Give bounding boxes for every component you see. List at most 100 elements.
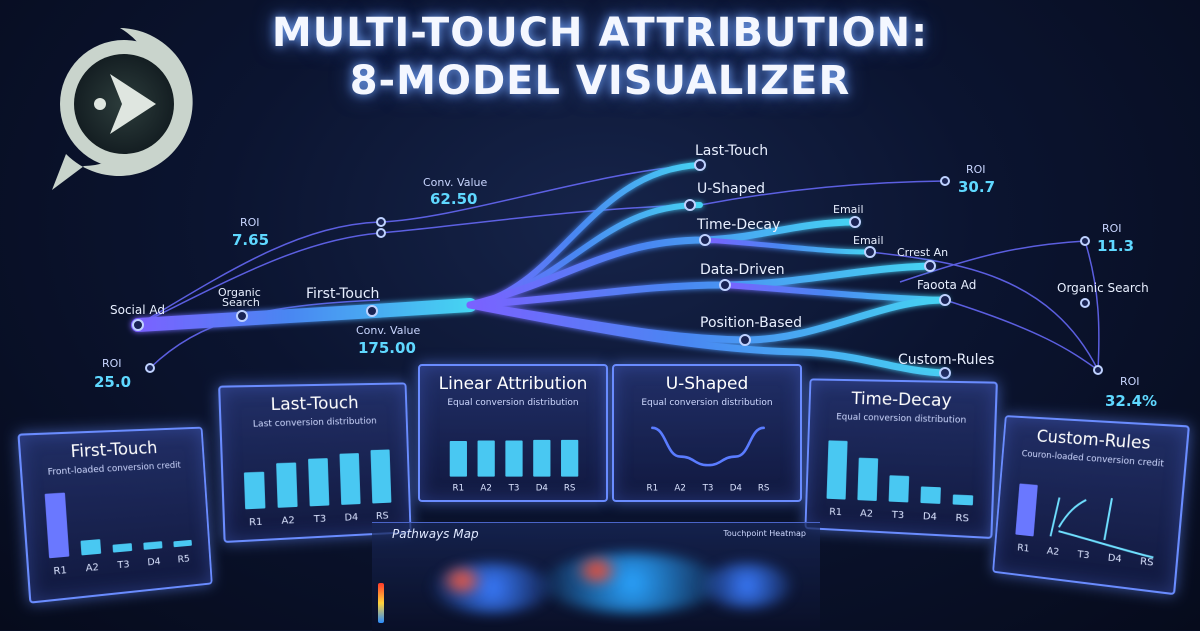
label-organic-search-right: Organic Search [1057,281,1149,295]
bar [243,471,266,510]
stream-time-decay [466,218,859,309]
tick-label: A2 [860,508,873,520]
tick-label: T3 [702,484,714,494]
label-email-1: Email [833,203,864,216]
series-line [651,426,765,467]
roi-label-5: ROI [1120,375,1140,388]
node-u-shaped [684,199,696,211]
bar [920,486,941,504]
node-time-decay [699,234,711,246]
conv-label-2: Conv. Value [356,324,420,337]
tick-label: A2 [480,484,491,494]
map-left-label: Pathways Map [392,527,479,541]
label-faoota-ad: Faoota Ad [917,278,976,292]
tick-label: T3 [313,514,327,526]
bar [307,457,331,507]
bar [1015,483,1038,537]
node-roi-11 [1080,236,1090,246]
bar [112,543,133,553]
roi-label-4: ROI [1102,222,1122,235]
map-right-label: Touchpoint Heatmap [723,529,806,538]
label-search: Search [222,296,260,309]
node-email-2 [864,246,876,258]
tick-label: R1 [647,484,659,494]
panel-u-shaped: U-Shaped Equal conversion distribution R… [612,364,802,502]
tick-label: RS [376,511,389,522]
node-first-touch [366,305,378,317]
panel-title: Time-Decay [851,389,953,412]
tick-label: RS [564,484,576,494]
panel-title: Last-Touch [270,393,359,416]
node-email-1 [849,216,861,228]
label-last-touch: Last-Touch [695,143,768,159]
node-crrest-an [924,260,936,272]
tick-label: A2 [85,562,99,574]
stream-faoota-ad [722,282,948,303]
roi-value-4: 11.3 [1097,237,1134,255]
panel-subtitle: Equal conversion distribution [641,398,773,408]
bar [477,440,495,477]
node-conv-1b [376,228,386,238]
bar [826,440,848,500]
node-data-driven [719,279,731,291]
panel-custom-rules: Custom-Rules Couron-loaded conversion cr… [992,415,1190,596]
heat-blob [542,553,722,613]
tick-label: RS [758,484,770,494]
node-social-ad [132,319,144,331]
label-custom-rules: Custom-Rules [898,352,994,368]
tick-label: RS [955,513,969,525]
node-faoota-ad [939,294,951,306]
roi-value-3: 30.7 [958,178,995,196]
panel-time-decay: Time-Decay Equal conversion distribution… [804,378,998,540]
heat-blob [577,558,617,583]
conv-label-1: Conv. Value [423,176,487,189]
heat-blob [442,568,482,593]
panel-title: U-Shaped [665,374,749,394]
bar [561,439,579,477]
panel-subtitle: Equal conversion distribution [447,398,579,408]
heat-scale-bar [378,583,384,623]
bar [339,453,361,505]
tick-label: R5 [177,554,190,566]
roi-value-5: 32.4% [1105,392,1157,410]
bar [449,441,467,477]
panel-subtitle: Last conversion distribution [252,416,377,430]
tick-label: D4 [147,556,161,568]
roi-label-1: ROI [240,216,260,229]
node-position-based [739,334,751,346]
label-time-decay: Time-Decay [696,217,780,233]
roi-label-2: ROI [102,357,122,370]
roi-label-3: ROI [966,163,986,176]
stream-email [702,237,873,255]
node-conv-1 [376,217,386,227]
bar [276,462,298,508]
node-roi-left [145,363,155,373]
node-organic-search [236,310,248,322]
pathways-heatmap: Pathways Map Touchpoint Heatmap [372,522,820,631]
logo-icon [52,28,193,190]
tick-label: D4 [536,484,549,494]
tick-label: R1 [1017,542,1030,554]
tick-label: RS [1140,556,1154,569]
panel-subtitle: Equal conversion distribution [836,412,967,426]
label-crrest-an: Crrest An [897,246,948,259]
bar [888,475,910,503]
main-stream [131,298,477,332]
conv-value-1: 62.50 [430,190,477,208]
flow-thin-line [869,251,1099,371]
tick-label: D4 [730,484,743,494]
label-organic: Organic [218,286,261,299]
panel-linear-attribution: Linear Attribution Equal conversion dist… [418,364,608,502]
panel-title: Linear Attribution [438,374,588,394]
stream-custom-rules [466,301,949,377]
node-custom-rules [939,367,951,379]
bar [952,494,974,506]
bar [1137,547,1159,550]
tick-label: R1 [453,484,465,494]
bar [80,539,102,556]
label-position-based: Position-Based [700,315,802,331]
node-organic-right [1080,298,1090,308]
